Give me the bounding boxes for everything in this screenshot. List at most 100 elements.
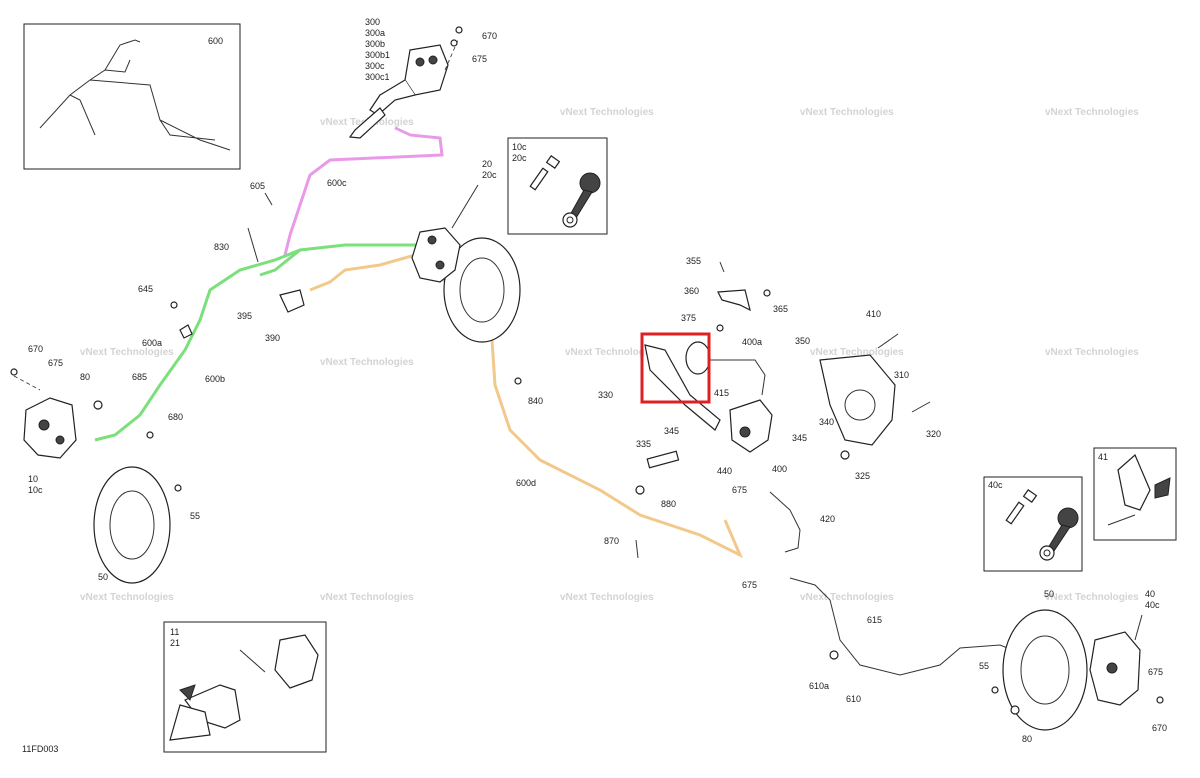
reservoir-400a (685, 341, 766, 396)
watermark: vNext Technologies (1045, 347, 1139, 358)
part-label: 55 (979, 661, 989, 671)
part-label: 600b (205, 374, 225, 384)
part-label: 395 (237, 311, 252, 321)
part-label: 610a (809, 681, 829, 691)
bleeder-cap-icon (1039, 507, 1079, 561)
brake-line-600c-pink (283, 126, 444, 256)
part-label: 600d (516, 478, 536, 488)
watermark: vNext Technologies (810, 347, 904, 358)
part-label: 330 (598, 390, 613, 400)
part-label: 675 (1148, 667, 1163, 677)
highlight-box (640, 332, 711, 404)
watermarks: vNext Technologies vNext Technologies vN… (80, 104, 1139, 603)
part-label: 11 (170, 627, 179, 637)
part-label: 375 (681, 313, 696, 323)
part-label: 310 (894, 370, 909, 380)
part-label: 55 (190, 511, 200, 521)
part-label: 10c (28, 485, 43, 495)
rear-disc (1002, 609, 1088, 731)
part-label: 300b1 (365, 50, 390, 60)
master-cylinder-300 (348, 26, 463, 139)
brake-pedal-330 (644, 344, 721, 431)
watermark: vNext Technologies (1045, 107, 1139, 118)
part-label: 20 (482, 159, 492, 169)
watermark: vNext Technologies (560, 107, 654, 118)
part-label: 685 (132, 372, 147, 382)
part-label: 680 (168, 412, 183, 422)
part-label: 400a (742, 337, 762, 347)
part-label: 675 (732, 485, 747, 495)
watermark: vNext Technologies (320, 592, 414, 603)
bleeder-cap-icon (562, 172, 601, 228)
inset-600-harness: 600 (23, 23, 241, 170)
part-label: 345 (664, 426, 679, 436)
inset-10c-20c-bleeder: 10c 20c (507, 137, 608, 235)
inset-41-brake-pads: 41 (1093, 447, 1177, 541)
part-label: 10c (512, 142, 527, 152)
part-label: 320 (926, 429, 941, 439)
brake-pad-icon (1107, 454, 1171, 526)
part-label: 350 (795, 336, 810, 346)
part-label: 365 (773, 304, 788, 314)
watermark: vNext Technologies (320, 357, 414, 368)
part-label: 360 (684, 286, 699, 296)
inset-40c-bleeder: 40c (983, 476, 1083, 572)
diagram-id: 11FD003 (22, 744, 58, 754)
caliper-10 (23, 397, 77, 459)
part-label: 20c (482, 170, 497, 180)
part-label: 300c1 (365, 72, 390, 82)
part-label: 870 (604, 536, 619, 546)
bracket-310 (819, 354, 896, 446)
watermark: vNext Technologies (80, 347, 174, 358)
part-label: 420 (820, 514, 835, 524)
part-label: 600c (327, 178, 347, 188)
part-label: 670 (1152, 723, 1167, 733)
master-cylinder-400 (729, 399, 773, 453)
part-label: 610 (846, 694, 861, 704)
part-label: 80 (1022, 734, 1032, 744)
part-label: 325 (855, 471, 870, 481)
part-label: 410 (866, 309, 881, 319)
watermark: vNext Technologies (1045, 592, 1139, 603)
brake-line-600b-green (94, 243, 430, 442)
part-label: 300c (365, 61, 385, 71)
front-right-disc (443, 237, 521, 343)
watermark: vNext Technologies (800, 592, 894, 603)
part-label: 400 (772, 464, 787, 474)
part-label: 830 (214, 242, 229, 252)
part-label: 80 (80, 372, 90, 382)
part-label: 300 (365, 17, 380, 27)
part-label: 300a (365, 28, 385, 38)
part-label: 600 (208, 36, 223, 46)
inset-11-21-brake-pads: 11 21 (163, 621, 327, 753)
part-label: 300b (365, 39, 385, 49)
part-label: 345 (792, 433, 807, 443)
part-label: 355 (686, 256, 701, 266)
part-label: 670 (482, 31, 497, 41)
part-label: 40c (988, 480, 1003, 490)
part-label: 40c (1145, 600, 1160, 610)
part-label: 880 (661, 499, 676, 509)
part-label: 645 (138, 284, 153, 294)
part-label: 415 (714, 388, 729, 398)
part-label: 41 (1098, 452, 1108, 462)
watermark: vNext Technologies (565, 347, 659, 358)
part-label: 50 (1044, 589, 1054, 599)
part-label: 440 (717, 466, 732, 476)
watermark: vNext Technologies (560, 592, 654, 603)
front-left-disc (93, 466, 171, 584)
part-label: 340 (819, 417, 834, 427)
brake-pad-icon (169, 634, 319, 741)
watermark: vNext Technologies (800, 107, 894, 118)
bleeder-screw-icon (1005, 489, 1038, 525)
caliper-20 (411, 184, 479, 283)
part-label: 20c (512, 153, 527, 163)
part-label: 21 (170, 638, 180, 648)
part-label: 840 (528, 396, 543, 406)
part-label: 675 (48, 358, 63, 368)
watermark: vNext Technologies (80, 592, 174, 603)
part-label: 10 (28, 474, 38, 484)
part-label: 600a (142, 338, 162, 348)
part-label: 675 (742, 580, 757, 590)
